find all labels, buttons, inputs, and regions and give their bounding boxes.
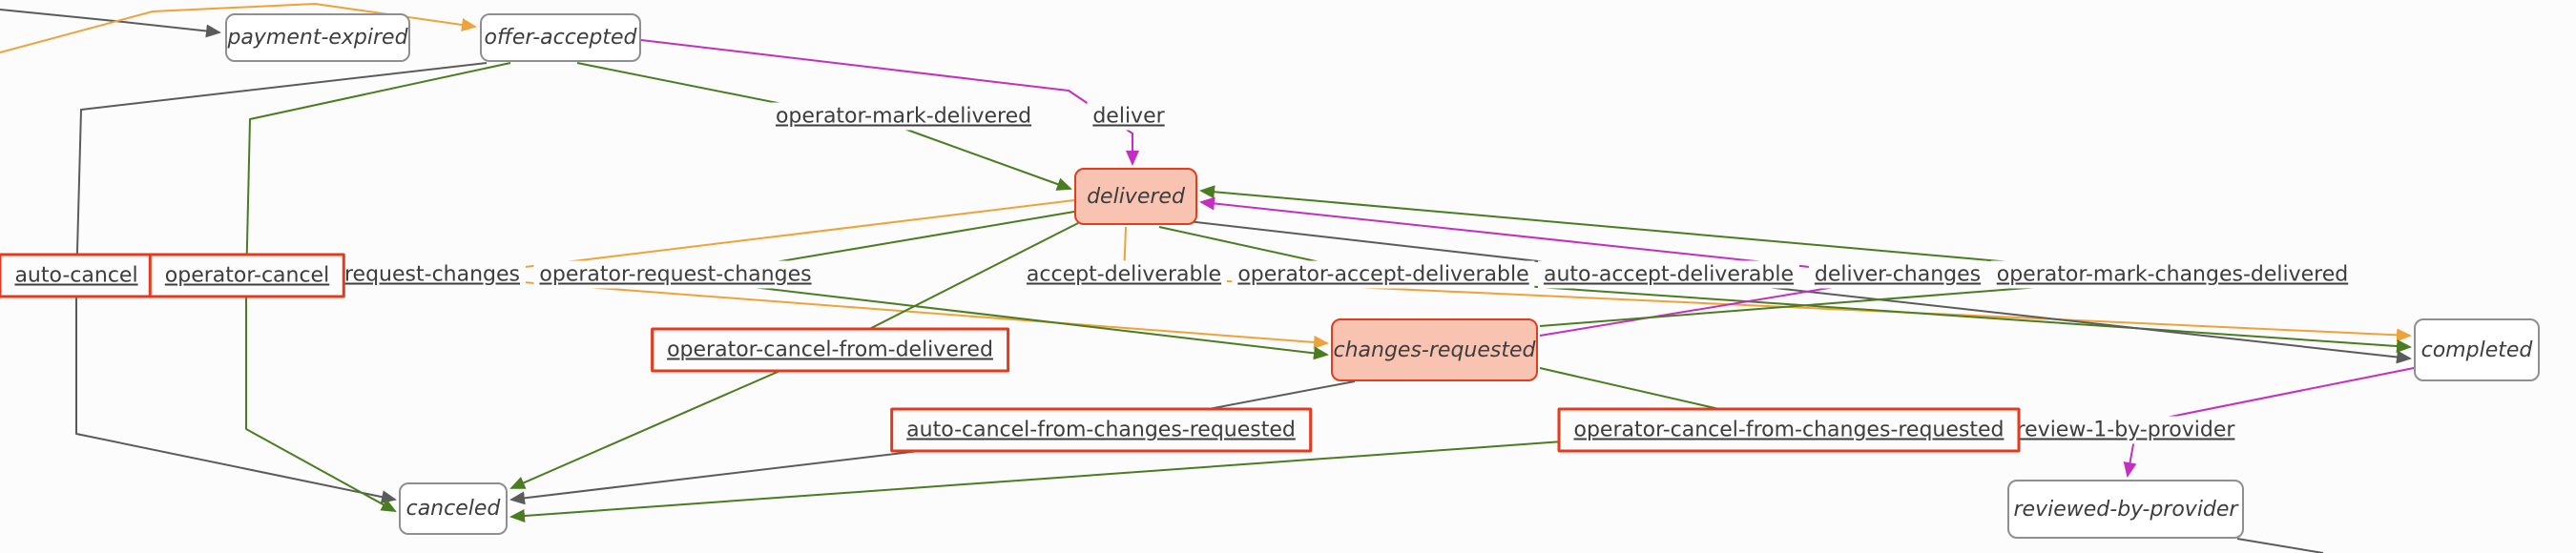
transition-label-request-changes[interactable]: request-changes xyxy=(339,260,526,289)
state-node-label: payment-expired xyxy=(227,26,408,50)
edge-from-reviewed-by-provider xyxy=(2236,538,2324,553)
state-node-changes-requested[interactable]: changes-requested xyxy=(1331,318,1538,381)
transition-label-operator-cancel[interactable]: operator-cancel xyxy=(148,253,346,298)
state-node-reviewed-by-provider[interactable]: reviewed-by-provider xyxy=(2007,480,2244,539)
edge-into-payment-expired xyxy=(0,9,221,38)
transition-label-operator-mark-changes-delivered[interactable]: operator-mark-changes-delivered xyxy=(1990,260,2355,289)
state-node-completed[interactable]: completed xyxy=(2414,318,2540,381)
transition-label-accept-deliverable[interactable]: accept-deliverable xyxy=(1020,260,1228,289)
state-node-label: changes-requested xyxy=(1333,338,1536,362)
transition-label-operator-request-changes[interactable]: operator-request-changes xyxy=(533,260,818,289)
transition-label-operator-accept-deliverable[interactable]: operator-accept-deliverable xyxy=(1232,260,1535,289)
state-node-label: delivered xyxy=(1087,184,1185,209)
transition-label-review-1-by-provider[interactable]: review-1-by-provider xyxy=(2010,416,2241,444)
transition-label-deliver[interactable]: deliver xyxy=(1087,102,1171,131)
state-node-label: offer-accepted xyxy=(484,26,637,50)
state-node-offer-accepted[interactable]: offer-accepted xyxy=(480,13,641,62)
transition-label-auto-cancel-from-changes-requested[interactable]: auto-cancel-from-changes-requested xyxy=(890,407,1312,453)
transition-label-operator-cancel-from-delivered[interactable]: operator-cancel-from-delivered xyxy=(651,327,1009,373)
state-node-canceled[interactable]: canceled xyxy=(399,482,508,535)
state-node-payment-expired[interactable]: payment-expired xyxy=(225,13,410,62)
state-node-label: reviewed-by-provider xyxy=(2013,497,2238,522)
edge-operator-mark-changes-delivered xyxy=(1199,185,2174,327)
state-node-label: completed xyxy=(2420,338,2533,362)
transition-label-operator-mark-delivered[interactable]: operator-mark-delivered xyxy=(769,102,1038,131)
state-node-delivered[interactable]: delivered xyxy=(1074,168,1197,225)
transition-label-deliver-changes[interactable]: deliver-changes xyxy=(1808,260,1987,289)
transition-label-auto-accept-deliverable[interactable]: auto-accept-deliverable xyxy=(1537,260,1800,289)
state-node-label: canceled xyxy=(405,497,501,521)
transition-label-operator-cancel-from-changes-requested[interactable]: operator-cancel-from-changes-requested xyxy=(1557,407,2021,453)
transition-label-auto-cancel[interactable]: auto-cancel xyxy=(0,253,155,298)
